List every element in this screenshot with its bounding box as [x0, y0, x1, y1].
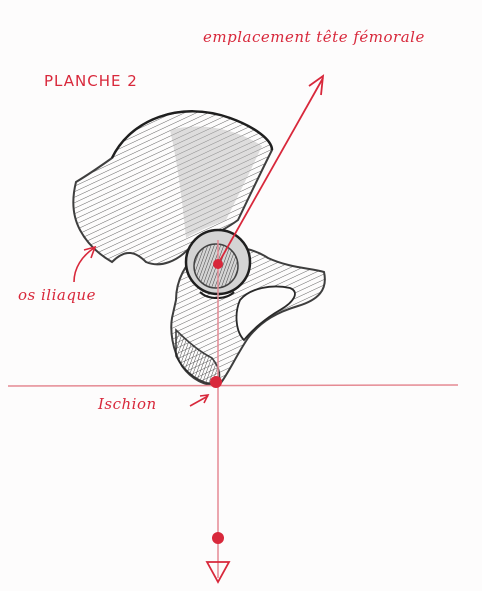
plate-title: PLANCHE 2: [44, 72, 138, 90]
iliac-pointer-arrow: [74, 248, 94, 282]
ischium-label: Ischion: [98, 395, 157, 413]
ischium-point-dot: [210, 376, 222, 388]
obturator-foramen: [237, 287, 295, 341]
plumb-weight-dot: [212, 532, 224, 544]
horizontal-reference-line: [8, 385, 458, 386]
femoral-head-centre-dot: [213, 259, 223, 269]
femoral-head-location-label: emplacement tête fémorale: [203, 28, 425, 46]
iliac-bone-label: os iliaque: [18, 286, 96, 304]
iliac-bone-drawing: [73, 111, 324, 385]
